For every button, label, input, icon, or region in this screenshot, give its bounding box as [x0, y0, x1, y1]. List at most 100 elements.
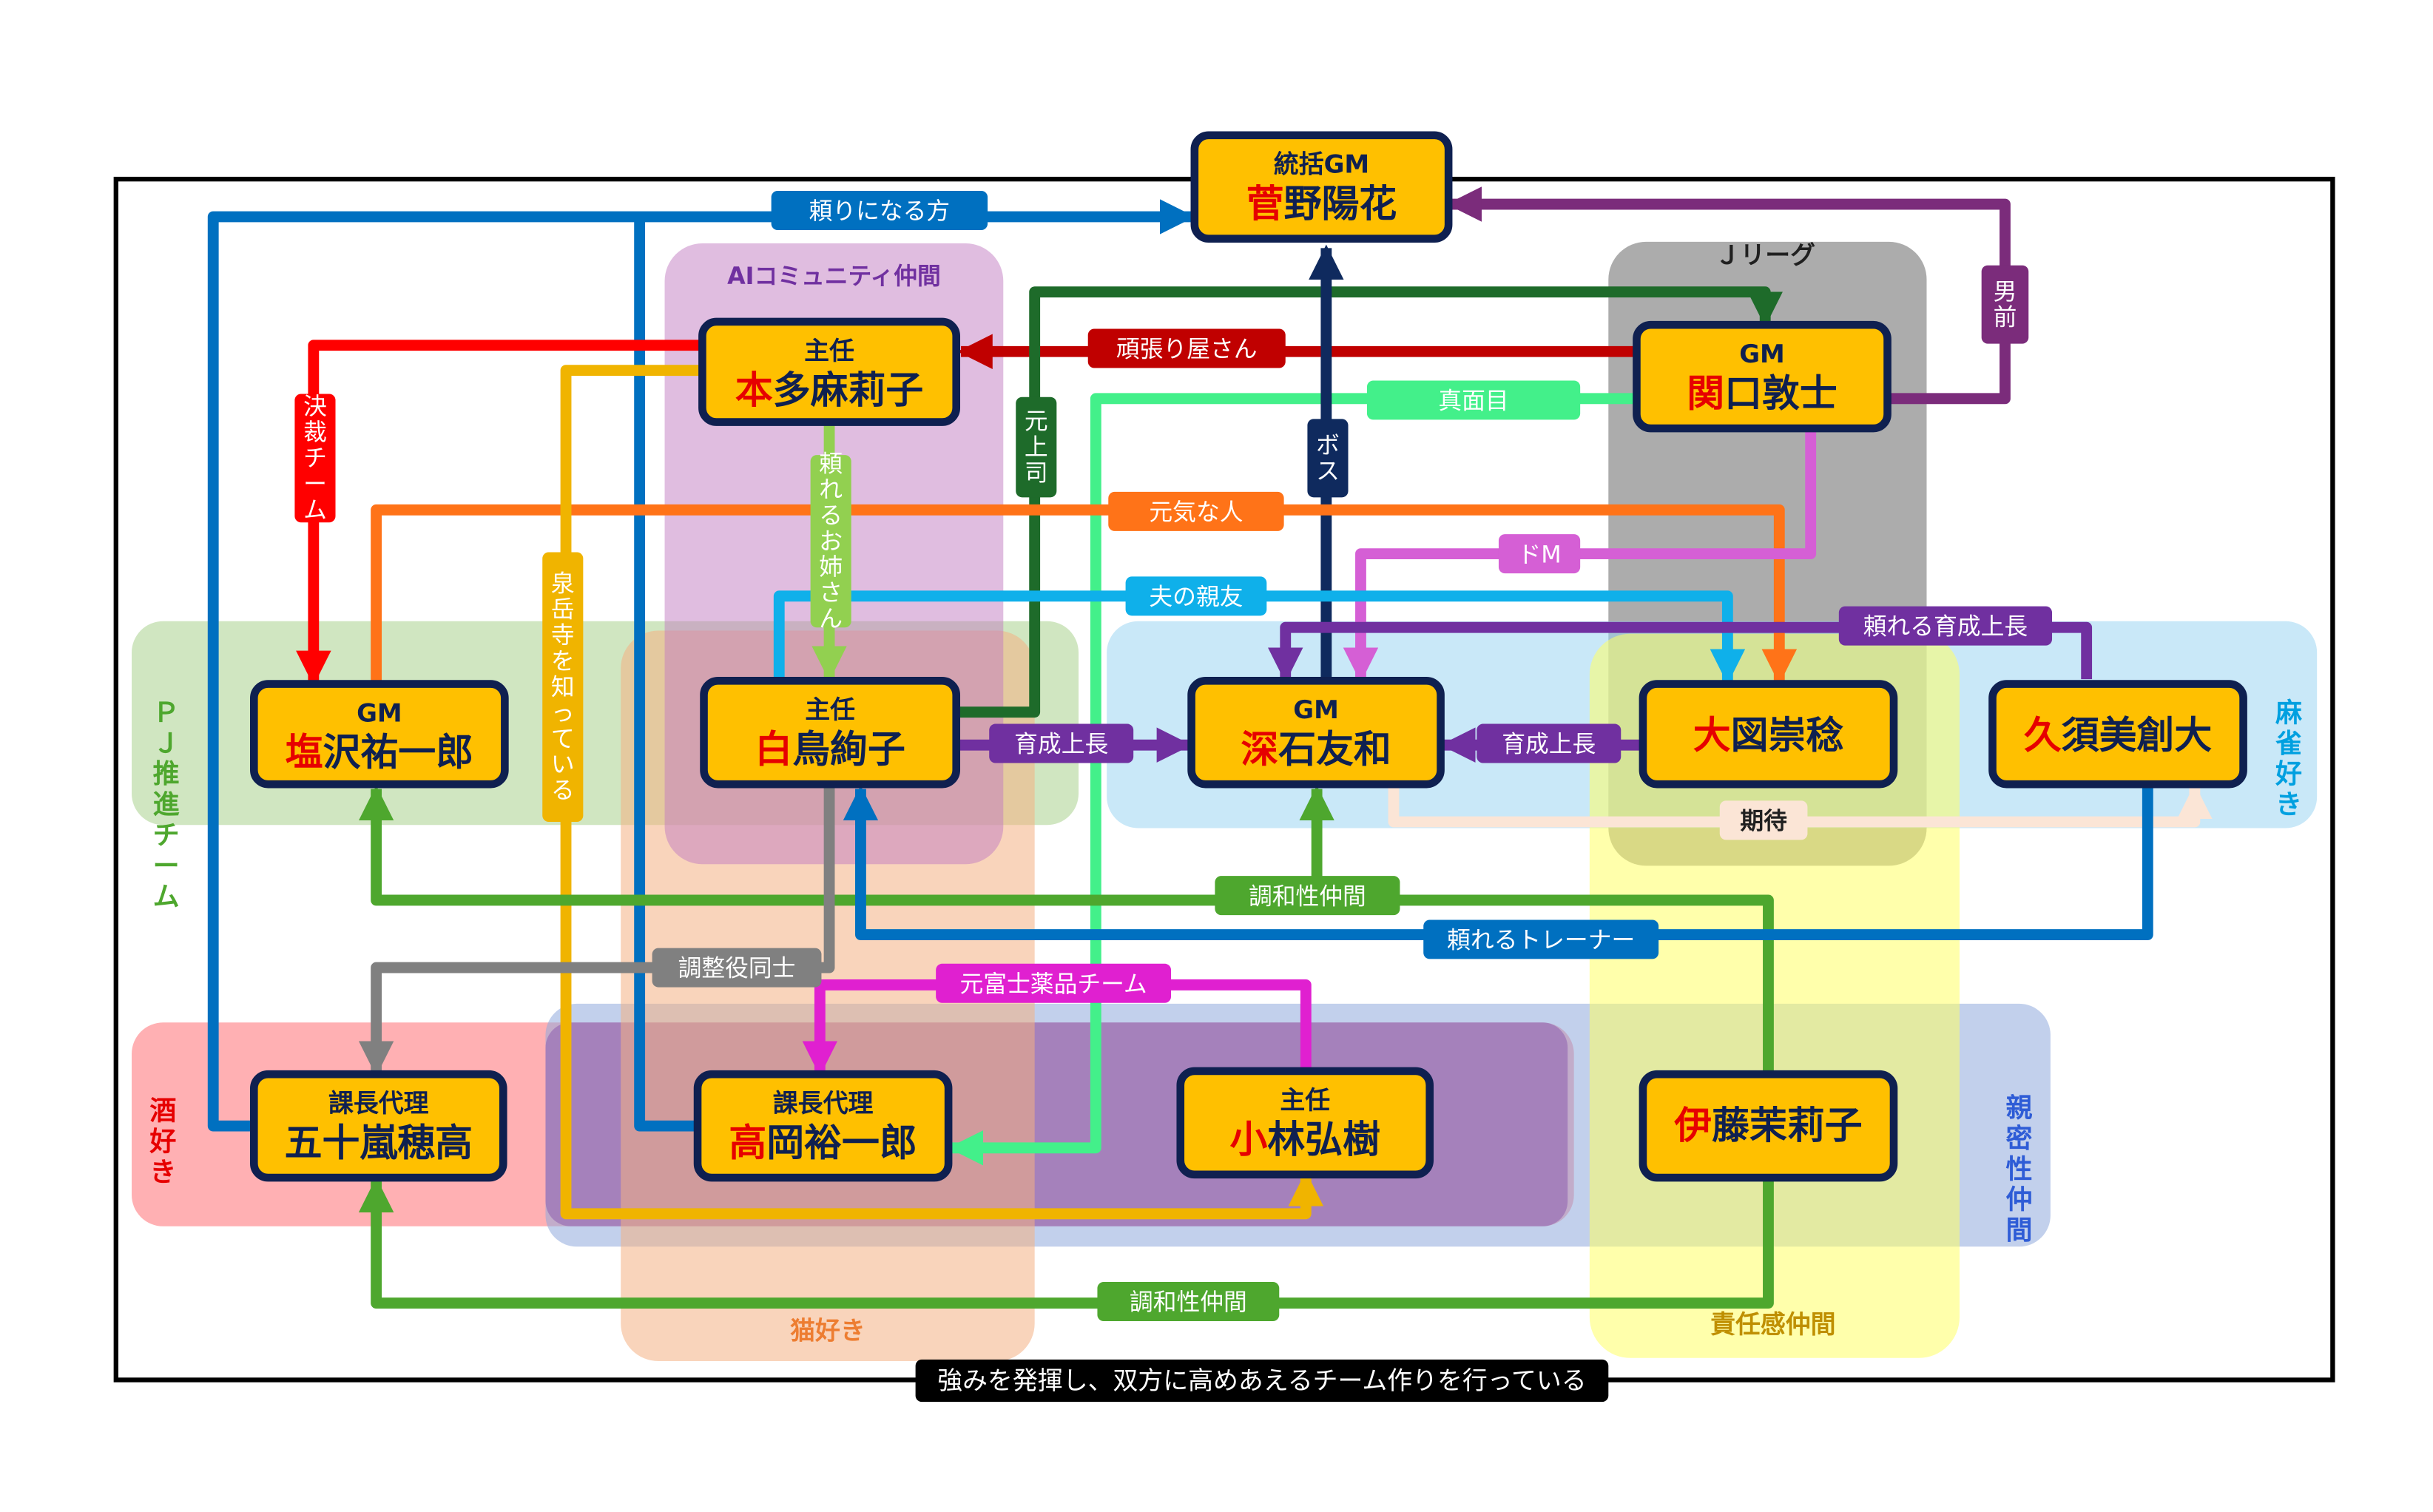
person-sekiguchi[interactable]: GM 関口敦士	[1633, 320, 1892, 433]
relation-label-doM: ドM	[1498, 534, 1581, 574]
person-ozu[interactable]: 大図崇稔	[1639, 680, 1898, 789]
group-shinmitsu-label: 親密性仲間	[2006, 1093, 2033, 1246]
person-role: 主任	[1280, 1086, 1330, 1115]
relation-label-text: 夫の親友	[1149, 584, 1243, 610]
person-name-initial: 深	[1241, 727, 1278, 771]
relation-label-text: 元上司	[1025, 408, 1048, 487]
person-box	[1176, 1067, 1434, 1179]
person-name: 五十嵐穂高	[285, 1121, 473, 1164]
person-role: GM	[1739, 340, 1785, 368]
person-name-initial: 本	[735, 368, 773, 412]
relation-label-genki: 元気な人	[1108, 491, 1284, 531]
person-name-initial: 菅	[1246, 182, 1284, 226]
person-name-initial: 白	[755, 727, 792, 771]
person-name: 大図崇稔	[1693, 713, 1844, 757]
person-ito[interactable]: 伊藤茉莉子	[1639, 1070, 1898, 1182]
person-name: 塩沢祐一郎	[286, 731, 473, 774]
person-role: GM	[357, 698, 402, 727]
relation-label-bg	[294, 394, 336, 523]
person-role: 課長代理	[773, 1089, 874, 1118]
person-box	[693, 1070, 953, 1182]
connector-chousei	[358, 787, 835, 1076]
relation-label-bg	[1423, 919, 1659, 959]
relation-label-bg	[1215, 876, 1400, 916]
relation-label-otokomae: 男前	[1981, 265, 2029, 344]
relation-label-bg	[1477, 723, 1622, 763]
frame-caption-text: 強みを発揮し、双方に高めあえるチーム作りを行っている	[937, 1366, 1586, 1395]
person-box	[1639, 680, 1898, 789]
relation-label-ikusei_chou: 頼れる育成上長	[1838, 606, 2053, 646]
person-name-rest: 口敦士	[1724, 371, 1838, 415]
person-role: GM	[1293, 695, 1339, 724]
relation-label-text: ボス	[1316, 432, 1340, 485]
relation-label-bg	[1719, 800, 1808, 840]
person-kusu[interactable]: 久須美創大	[1988, 680, 2247, 789]
lines-layer	[207, 186, 2213, 1309]
connector-majime	[948, 393, 1636, 1166]
relation-label-text: ドM	[1517, 541, 1561, 568]
person-role: 課長代理	[328, 1089, 429, 1118]
group-jleague-label: Ｊリーグ	[1715, 241, 1815, 270]
person-name-rest: 十嵐穂高	[322, 1121, 472, 1164]
person-name: 高岡裕一郎	[729, 1121, 917, 1164]
person-name-rest: 林弘樹	[1267, 1118, 1380, 1161]
nodes-layer: 統括GM菅野陽花主任本多麻莉子GM関口敦士GM塩沢祐一郎主任白鳥絢子GM深石友和…	[250, 131, 2247, 1182]
relation-label-onesan: 頼れるお姉さん	[810, 450, 851, 632]
person-fukaishi[interactable]: GM 深石友和	[1187, 676, 1445, 789]
relation-label-chowa2: 調和性仲間	[1097, 1281, 1280, 1321]
relation-label-bg	[1498, 534, 1581, 574]
person-role: 主任	[804, 337, 854, 365]
person-sugano[interactable]: 統括GM 菅野陽花	[1190, 131, 1453, 243]
person-name: 小林弘樹	[1230, 1118, 1380, 1161]
relation-label-bg	[1016, 396, 1057, 498]
person-name-initial: 小	[1230, 1118, 1268, 1161]
groups-layer: ＰＪ推進チーム酒好き親密性仲間猫好きAIコミュニティ仲間Ｊリーグ麻雀好き責任感仲…	[132, 241, 2318, 1362]
person-name-rest: 図崇稔	[1731, 713, 1844, 757]
person-name: 関口敦士	[1687, 371, 1837, 415]
relation-label-chowa1: 調和性仲間	[1215, 876, 1400, 916]
connector-sengakuji	[560, 365, 1324, 1220]
relation-label-bg	[1838, 606, 2053, 646]
relation-label-kessai: 決裁チーム	[294, 394, 336, 524]
relation-label-text: 育成上長	[1502, 732, 1596, 758]
person-box	[1187, 676, 1445, 789]
relation-label-trainer: 頼れるトレーナー	[1423, 919, 1659, 959]
person-name-rest: 藤茉莉子	[1712, 1104, 1862, 1147]
group-mahjong-label: 麻雀好き	[2275, 698, 2302, 820]
relation-label-bg	[1125, 576, 1267, 616]
person-name: 本多麻莉子	[735, 368, 923, 412]
person-shiozawa[interactable]: GM 塩沢祐一郎	[250, 680, 509, 789]
connector-genki	[371, 504, 1798, 685]
relation-label-bg	[1981, 265, 2029, 344]
connector-doM	[1343, 426, 1817, 683]
person-box	[250, 1070, 507, 1182]
relation-label-text: 調和性仲間	[1130, 1289, 1247, 1316]
connector-kessai	[296, 340, 700, 686]
relation-label-bg	[1307, 419, 1349, 498]
connector-motojoushi	[957, 286, 1783, 718]
frame-caption: 強みを発揮し、双方に高めあえるチーム作りを行っている	[915, 1359, 1609, 1403]
connector-ikusei_chou	[1268, 621, 2093, 683]
person-name: 伊藤茉莉子	[1673, 1104, 1862, 1147]
labels-layer: 頼りになる方男前頑張り屋さん決裁チーム真面目元上司ボス元気な人泉岳寺を知っている…	[294, 191, 2053, 1321]
relation-label-chousei: 調整役同士	[652, 948, 822, 988]
relation-label-text: 元富士薬品チーム	[960, 971, 1147, 998]
relation-label-ikusei2: 育成上長	[1477, 723, 1622, 763]
person-name-rest: 多麻莉子	[773, 368, 923, 412]
relation-label-text: 決裁チーム	[303, 394, 327, 524]
person-name: 深石友和	[1241, 727, 1391, 771]
person-role: 統括GM	[1274, 150, 1369, 179]
person-box	[1190, 131, 1453, 243]
person-name-rest: 鳥絢子	[792, 727, 905, 771]
person-name: 白鳥絢子	[755, 727, 905, 771]
person-name-rest: 野陽花	[1284, 182, 1397, 226]
relation-label-bg	[1087, 328, 1286, 368]
connector-tayori	[207, 199, 1195, 1132]
